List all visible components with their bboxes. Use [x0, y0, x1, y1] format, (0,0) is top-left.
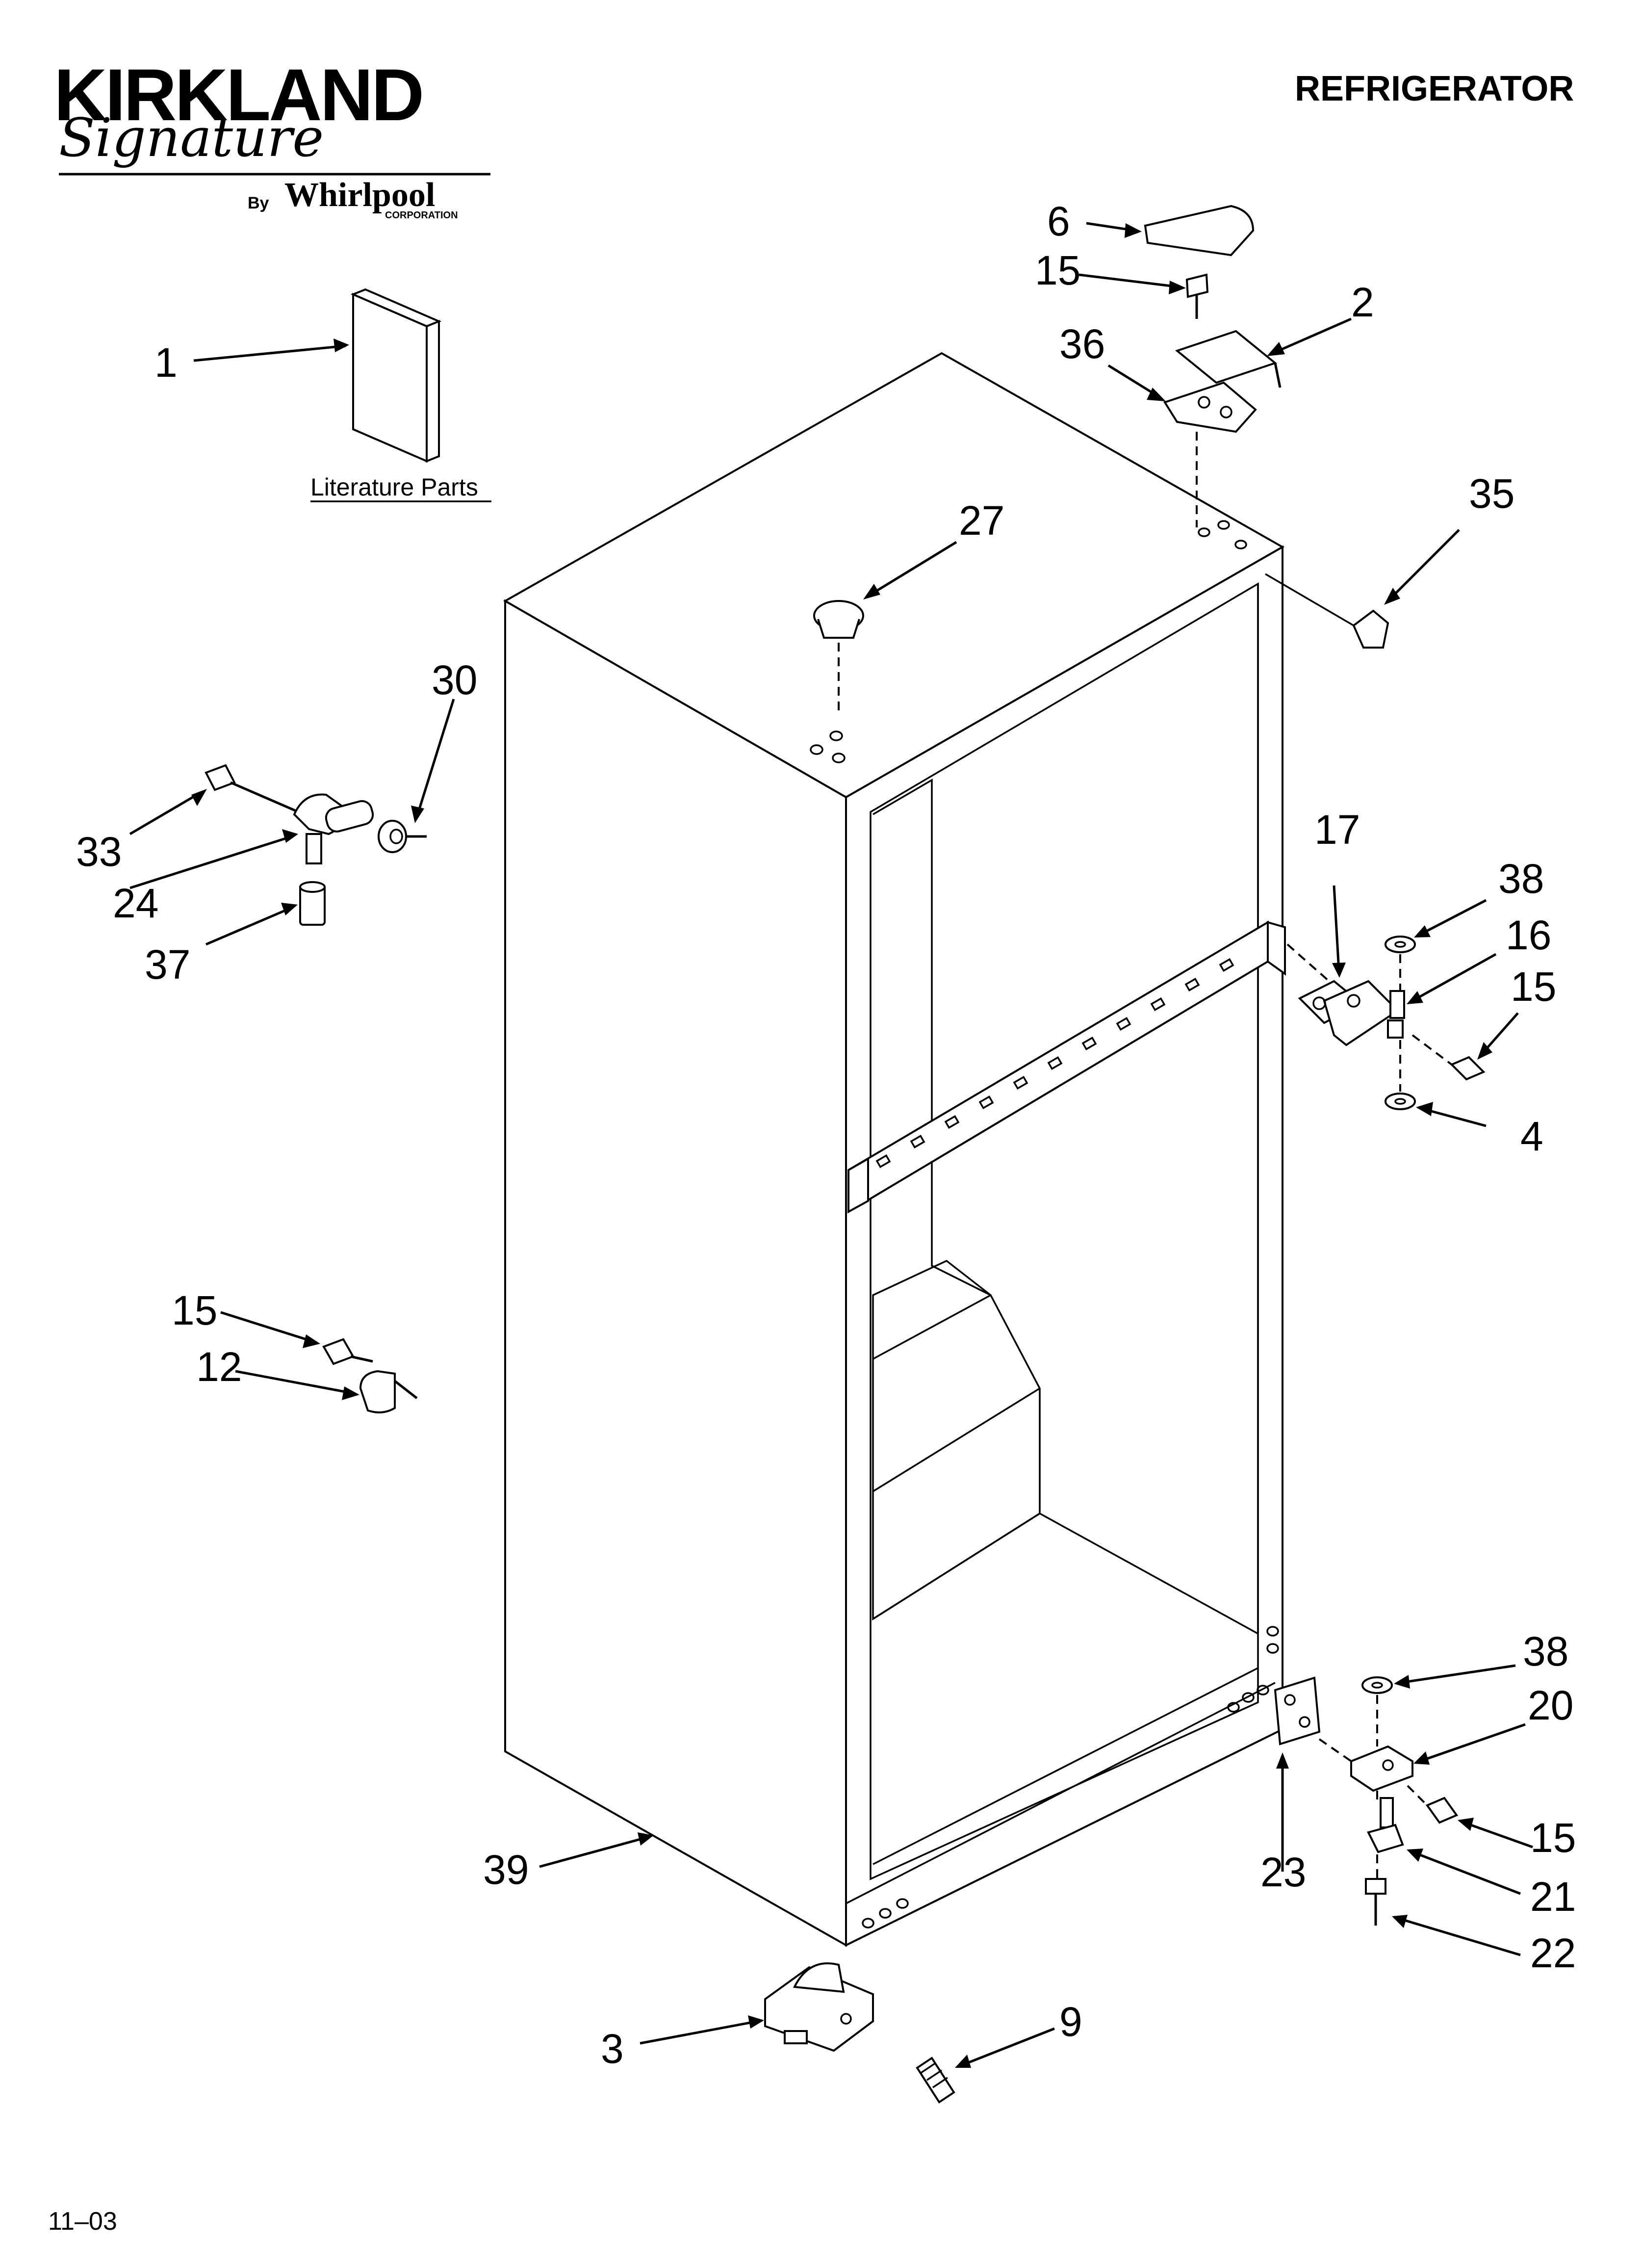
part-screw-33	[129, 764, 305, 835]
callout-label: 23	[1260, 1849, 1306, 1895]
part-hinge-shim	[1107, 364, 1257, 527]
callout-label: 12	[196, 1344, 242, 1390]
logo-brand-text: KIRKLAND	[54, 53, 422, 136]
part-screw-15-left	[220, 1311, 373, 1365]
part-top-hinge	[1175, 317, 1352, 388]
callout-label: 37	[145, 941, 190, 988]
callout-label: 15	[1511, 964, 1556, 1010]
callout-label: 27	[959, 497, 1004, 544]
callout-numbers: 1 6 15 2 36 35 27 30 33 24 37 17 38 16 1…	[76, 198, 1576, 2072]
part-plug	[813, 541, 957, 716]
part-pin-16	[1407, 953, 1497, 1004]
callout-label: 15	[1035, 247, 1080, 293]
part-leveling-screw	[916, 2027, 1055, 2104]
callout-label: 38	[1498, 856, 1544, 902]
callout-label: 15	[1530, 1815, 1576, 1861]
callout-label: 20	[1528, 1682, 1573, 1728]
part-roller-assembly	[640, 1962, 874, 2052]
footer-date: 11–03	[48, 2207, 117, 2236]
part-hinge-shim-23	[1274, 1676, 1321, 1872]
part-bracket-12	[235, 1370, 418, 1413]
callout-cabinet-arrow	[539, 1832, 654, 1868]
part-bottom-hinge-20	[1318, 1723, 1526, 1792]
callout-label: 2	[1351, 279, 1374, 325]
part-center-hinge-17	[1286, 885, 1405, 1046]
callout-label: 16	[1506, 912, 1551, 958]
callout-label: 36	[1059, 321, 1105, 367]
callout-label: 39	[483, 1847, 529, 1893]
refrigerator-cabinet	[503, 352, 1286, 1947]
divider-slots	[875, 958, 1234, 1168]
part-washer-38-bottom	[1361, 1664, 1516, 1747]
callout-label: 9	[1059, 1999, 1082, 2045]
part-screw-15-bottom	[1407, 1785, 1533, 1849]
part-literature: Literature Parts	[193, 288, 491, 502]
logo-maker-sub-text: CORPORATION	[385, 210, 458, 221]
part-screw-22	[1365, 1854, 1521, 1956]
part-bushing-37	[205, 881, 326, 946]
callout-label: 15	[172, 1287, 217, 1333]
callout-label: 17	[1314, 807, 1360, 853]
callout-label: 3	[601, 2026, 624, 2072]
page-title: REFRIGERATOR	[1295, 69, 1574, 108]
callout-label: 33	[76, 829, 122, 875]
logo-by-text: By	[248, 194, 269, 212]
callout-label: 6	[1047, 198, 1070, 244]
callout-label: 21	[1530, 1874, 1576, 1920]
part-top-hinge-screw	[1078, 273, 1209, 319]
part-washer-38-top	[1385, 899, 1487, 991]
callout-label: 22	[1530, 1930, 1576, 1976]
callout-label: 24	[113, 880, 158, 926]
part-washer-30	[378, 699, 455, 853]
kirkland-signature-logo: KIRKLAND Signature By Whirlpool CORPORAT…	[54, 53, 490, 221]
callout-label: 35	[1469, 470, 1514, 517]
callout-label: 38	[1523, 1628, 1568, 1674]
callout-label: 4	[1520, 1113, 1543, 1159]
part-hinge-cover	[1086, 205, 1255, 257]
callout-label: 30	[432, 657, 477, 703]
part-washer-4	[1385, 1040, 1487, 1127]
logo-script-text: Signature	[59, 107, 324, 169]
part-hinge-pin-21	[1367, 1791, 1521, 1895]
literature-label: Literature Parts	[310, 473, 478, 501]
callout-label: 1	[154, 339, 178, 386]
part-hinge-pin-24	[129, 793, 374, 889]
part-door-stop	[1265, 529, 1460, 649]
logo-maker-text: Whirlpool	[284, 176, 435, 214]
part-screw-15-center	[1411, 1012, 1519, 1081]
